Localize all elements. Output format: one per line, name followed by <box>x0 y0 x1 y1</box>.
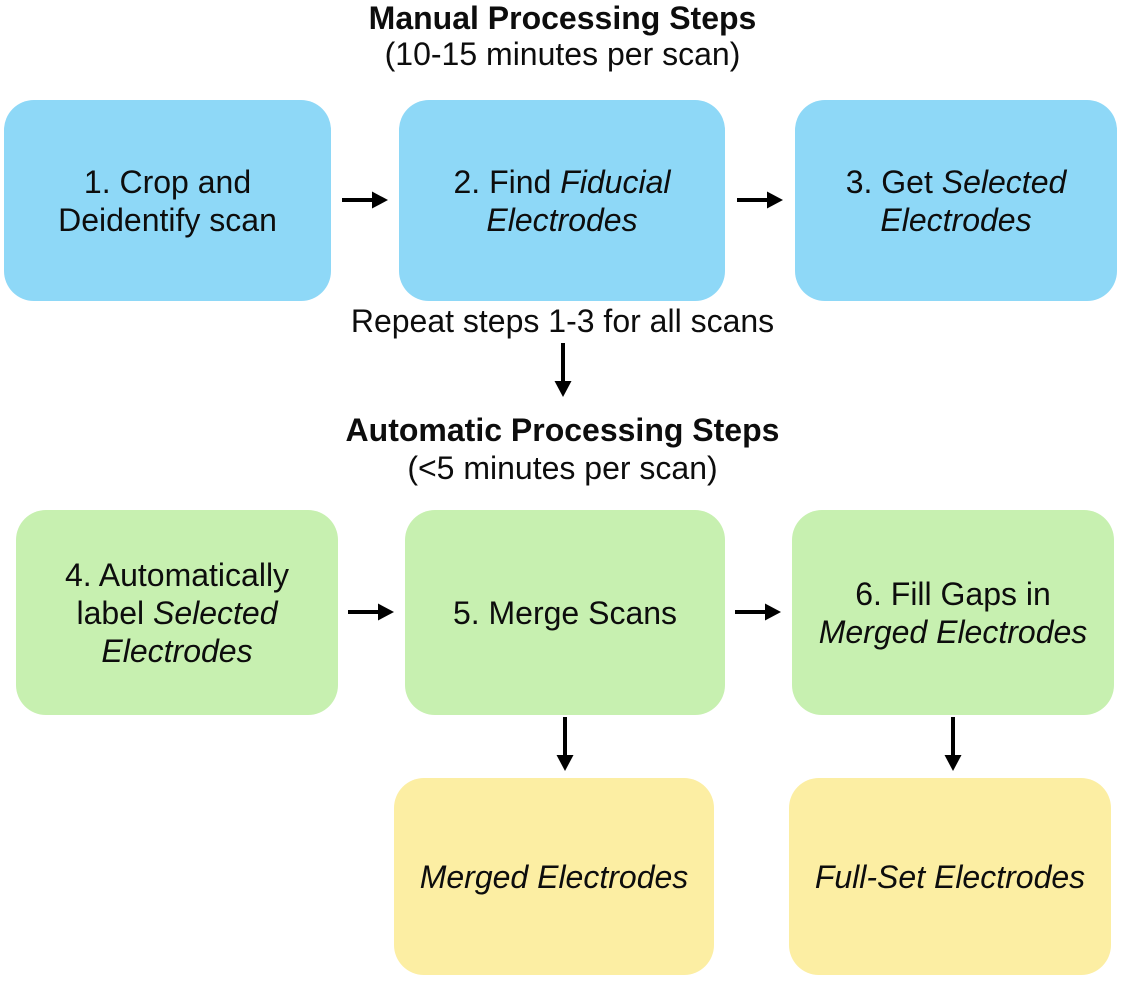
step-box-4-label: 4. Automatically label Selected Electrod… <box>30 556 324 670</box>
step-6-text: 6. Fill Gaps in <box>855 575 1051 612</box>
repeat-note: Repeat steps 1-3 for all scans <box>350 303 775 339</box>
output-box-1-label: Merged Electrodes <box>419 858 689 895</box>
arrow-down-icon <box>554 716 576 772</box>
arrow-right-icon <box>734 601 782 623</box>
step-box-5: 5. Merge Scans <box>405 510 725 715</box>
step-4-text: 4. Automatically label <box>64 556 290 631</box>
arrow-down-icon <box>942 716 964 772</box>
output-box-2-label: Full-Set Electrodes <box>814 858 1086 895</box>
manual-section-subtitle: (10-15 minutes per scan) <box>384 36 741 72</box>
arrow-right-icon <box>736 189 784 211</box>
step-2-text: 2. Find <box>453 163 561 200</box>
step-box-6: 6. Fill Gaps in Merged Electrodes <box>792 510 1114 715</box>
step-box-2-label: 2. Find Fiducial Electrodes <box>413 163 711 239</box>
step-4-italic-text: Selected Electrodes <box>101 594 278 669</box>
step-box-1: 1. Crop and Deidentify scan <box>4 100 331 301</box>
step-box-1-label: 1. Crop and Deidentify scan <box>18 163 317 239</box>
step-box-3-label: 3. Get Selected Electrodes <box>809 163 1103 239</box>
arrow-right-icon <box>341 189 389 211</box>
arrow-right-icon <box>347 601 395 623</box>
step-3-italic-text: Selected Electrodes <box>880 163 1067 238</box>
automatic-section-subtitle: (<5 minutes per scan) <box>407 450 718 486</box>
step-2-italic-text: Fiducial Electrodes <box>486 163 671 238</box>
output-box-full-set-electrodes: Full-Set Electrodes <box>789 778 1111 975</box>
automatic-section-title: Automatic Processing Steps <box>345 412 780 448</box>
step-5-text: 5. Merge Scans <box>452 594 678 631</box>
step-3-text: 3. Get <box>845 163 942 200</box>
step-6-italic-text: Merged Electrodes <box>818 613 1088 650</box>
step-box-3: 3. Get Selected Electrodes <box>795 100 1117 301</box>
step-box-5-label: 5. Merge Scans <box>453 594 677 632</box>
step-box-2: 2. Find Fiducial Electrodes <box>399 100 725 301</box>
step-box-6-label: 6. Fill Gaps in Merged Electrodes <box>806 575 1100 651</box>
arrow-down-icon <box>552 342 574 398</box>
step-1-text: 1. Crop and Deidentify scan <box>58 163 277 238</box>
manual-section-title: Manual Processing Steps <box>368 0 757 36</box>
output-box-merged-electrodes: Merged Electrodes <box>394 778 714 975</box>
step-box-4: 4. Automatically label Selected Electrod… <box>16 510 338 715</box>
